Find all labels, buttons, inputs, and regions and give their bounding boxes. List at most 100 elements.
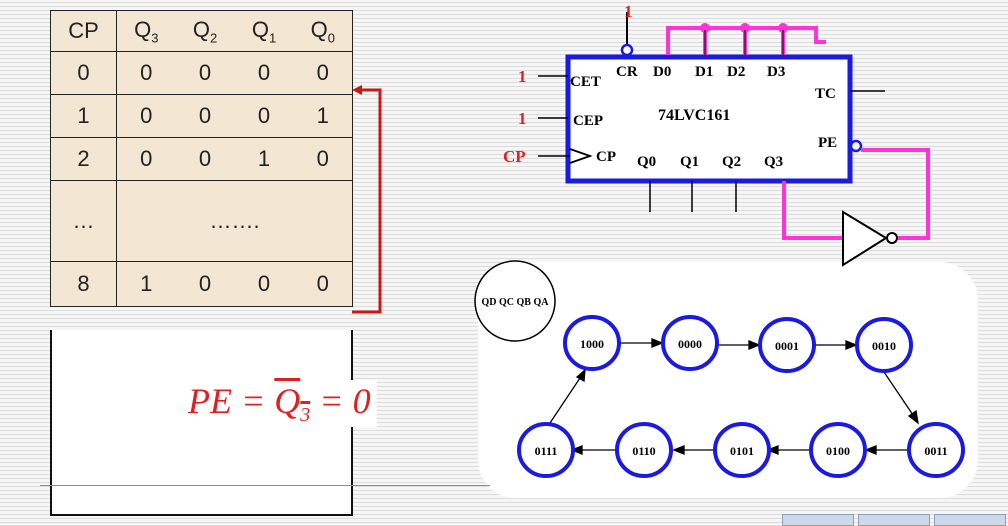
pin-pe: PE [818, 135, 837, 151]
cell-q1: 0 [234, 94, 294, 138]
cell-q2: 0 [175, 137, 235, 181]
cell-cp: 0 [50, 51, 117, 95]
pin-cet: CET [570, 74, 601, 90]
cell-q2: 0 [175, 51, 235, 95]
cell-q3: 1 [116, 261, 176, 307]
header-q0: Q0 [293, 10, 353, 52]
pin-d3: D3 [767, 64, 785, 80]
state-node-0111: 0111 [517, 422, 575, 478]
state-ring [758, 317, 816, 373]
pin-cr: CR [616, 64, 638, 80]
state-ring [661, 315, 719, 371]
state-label: 0000 [678, 337, 702, 351]
table-row-ellipsis: … ……. [50, 180, 353, 262]
cell-q0: 0 [293, 137, 353, 181]
header-cp: CP [50, 10, 117, 52]
pe-inversion-bubble [849, 139, 863, 153]
formula-q-bar: Q3 [274, 381, 310, 426]
cell-cp: 2 [50, 137, 117, 181]
cell-q0: 0 [293, 261, 353, 307]
cell-q3: 0 [116, 51, 176, 95]
state-ring [563, 315, 621, 371]
inverter-bubble [886, 232, 898, 244]
feedback-arrowhead [352, 85, 362, 95]
cell-q1: 0 [234, 261, 294, 307]
cell-q2: 0 [175, 94, 235, 138]
state-legend-circle [474, 260, 556, 342]
clock-triangle [569, 148, 593, 164]
state-node-0101: 0101 [713, 422, 771, 478]
pin-tc: TC [815, 86, 836, 102]
cell-cp: 8 [50, 261, 117, 307]
truth-table: CP Q3 Q2 Q1 Q0 0 0 0 0 0 1 0 0 0 1 2 0 0… [50, 10, 353, 307]
state-label: 0100 [826, 444, 850, 458]
nav-prev-button[interactable] [782, 514, 854, 526]
cell-q0: 0 [293, 51, 353, 95]
table-row: 2 0 0 1 0 [50, 137, 353, 181]
pe-formula: PE = Q3 = 0 [182, 380, 377, 428]
state-label: 0101 [730, 444, 754, 458]
state-arrows [549, 338, 919, 455]
state-label: 0011 [924, 444, 947, 458]
cell-q3: 0 [116, 137, 176, 181]
cell-q-ellipsis: ……. [116, 180, 353, 262]
cell-cp: 1 [50, 94, 117, 138]
chip-name: 74LVC161 [658, 107, 730, 124]
pe-feedback-wire [861, 148, 930, 240]
cell-q0: 1 [293, 94, 353, 138]
state-node-0001: 0001 [758, 317, 816, 373]
red-rule [40, 485, 490, 486]
state-label: 1000 [580, 337, 604, 351]
formula-eq: = [240, 381, 266, 421]
d-bus-wire [666, 26, 826, 55]
pin-cp: CP [596, 149, 616, 165]
formula-tail: = 0 [319, 381, 371, 421]
inverter-gate [842, 210, 888, 267]
q3-feedback-wire [782, 181, 843, 240]
cell-q2: 0 [175, 261, 235, 307]
state-node-0010: 0010 [855, 317, 913, 373]
state-label: 0010 [872, 339, 896, 353]
table-row: 1 0 0 0 1 [50, 94, 353, 138]
cr-input-label: 1 [624, 2, 633, 21]
pin-d1: D1 [695, 64, 713, 80]
header-q3: Q3 [116, 10, 176, 52]
cr-inversion-bubble [620, 43, 634, 57]
pin-q2: Q2 [722, 154, 741, 170]
formula-sub: 3 [300, 404, 311, 427]
pin-d0: D0 [653, 64, 671, 80]
state-ring [713, 422, 771, 478]
state-ring [517, 422, 575, 478]
cep-input-label: 1 [518, 109, 527, 128]
cell-q3: 0 [116, 94, 176, 138]
pin-q1: Q1 [680, 154, 699, 170]
chip-body [565, 54, 853, 184]
nav-next-button[interactable] [934, 514, 1006, 526]
cet-input-label: 1 [518, 67, 527, 86]
nav-home-button[interactable] [858, 514, 930, 526]
pin-q3: Q3 [764, 154, 783, 170]
cp-input-label: CP [503, 147, 526, 166]
formula-lhs: PE [188, 381, 232, 421]
state-node-0100: 0100 [809, 422, 867, 478]
state-label: 0001 [775, 339, 799, 353]
state-node-0110: 0110 [615, 422, 673, 478]
cell-q1: 0 [234, 51, 294, 95]
header-q2: Q2 [175, 10, 235, 52]
state-node-0011: 0011 [907, 422, 965, 478]
feedback-bracket [352, 88, 382, 314]
table-row: 8 1 0 0 0 [50, 261, 353, 307]
header-q1: Q1 [234, 10, 294, 52]
formula-rhs: Q [274, 381, 301, 421]
pin-cep: CEP [573, 113, 603, 129]
state-node-1000: 1000 [563, 315, 621, 371]
state-ring [615, 422, 673, 478]
state-label: 0110 [632, 444, 655, 458]
state-node-0000: 0000 [661, 315, 719, 371]
cell-cp-ellipsis: … [50, 180, 117, 262]
state-ring [809, 422, 867, 478]
table-row: 0 0 0 0 0 [50, 51, 353, 95]
pin-d2: D2 [727, 64, 745, 80]
state-legend-text: QD QC QB QA [482, 297, 550, 308]
